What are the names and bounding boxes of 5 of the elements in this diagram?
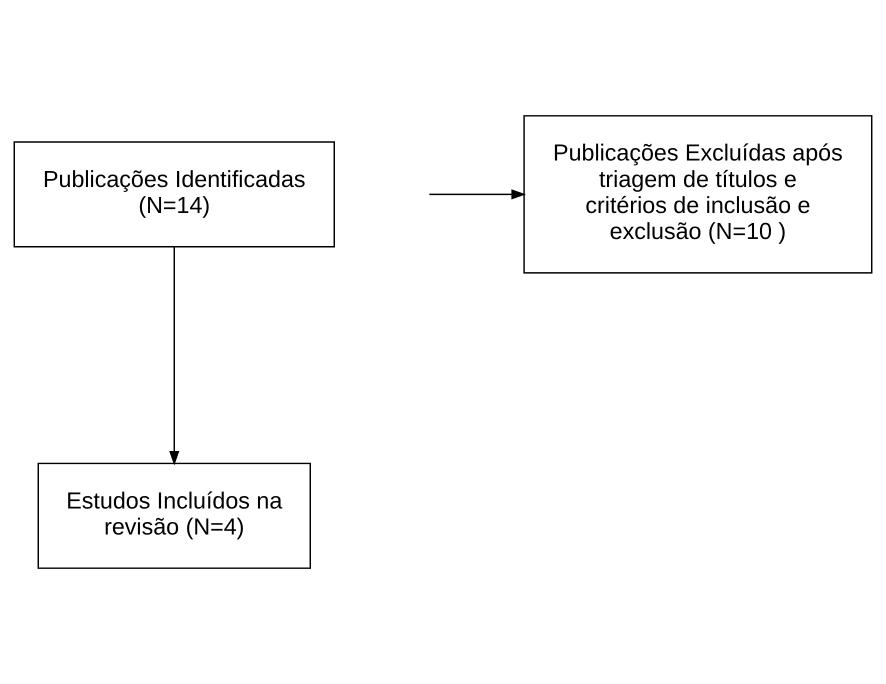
node-box: Publicações Identificadas (N=14) [14,141,335,248]
node-box: Publicações Excluídas após triagem de títulos e critérios de inclusão e exclusão (N=10 ) [523,115,872,274]
arrow [429,189,526,200]
arrow [169,247,180,466]
node-box: Estudos Incluídos na revisão (N=4) [38,462,311,569]
